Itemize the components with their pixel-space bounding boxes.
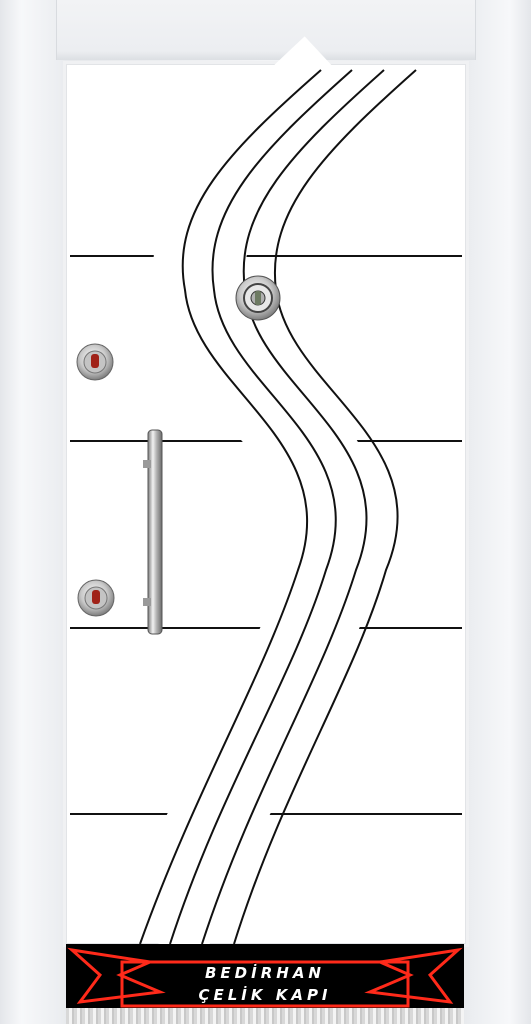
curve-band xyxy=(117,36,383,961)
brand-logo: BEDİRHAN ÇELİK KAPI xyxy=(66,944,464,1008)
s-curve-groove xyxy=(139,69,322,945)
s-curve-groove xyxy=(201,69,385,945)
center-banner xyxy=(120,960,410,1008)
frame-header xyxy=(56,0,476,60)
logo-band xyxy=(66,944,464,1008)
lower-lock-cylinder xyxy=(77,579,115,617)
s-curve-grooves xyxy=(139,69,417,945)
s-curve-groove xyxy=(233,69,417,945)
brand-name-line1: BEDİRHAN xyxy=(205,964,325,982)
peephole xyxy=(235,275,281,321)
s-curve-groove xyxy=(169,69,353,945)
brand-name-line2: ÇELİK KAPI xyxy=(198,986,332,1004)
pull-handle xyxy=(143,429,163,635)
upper-lock-cylinder xyxy=(76,343,114,381)
floor-strip xyxy=(66,1008,464,1024)
